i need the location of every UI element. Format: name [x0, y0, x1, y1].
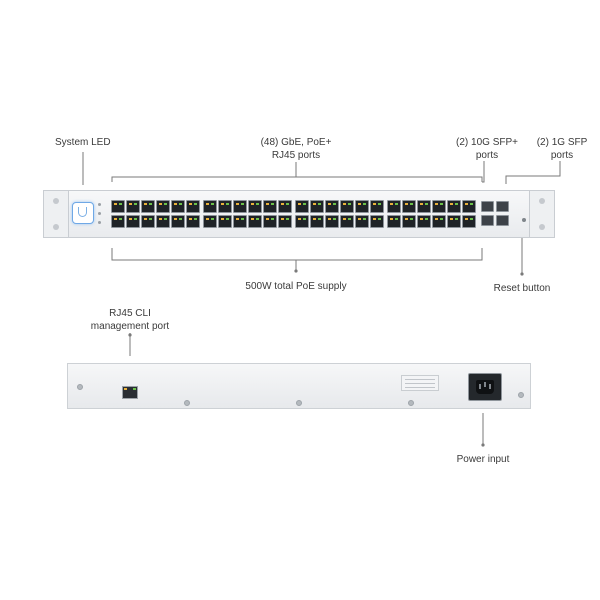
- rj45-port[interactable]: [141, 215, 155, 228]
- power-socket-icon: [476, 380, 494, 394]
- rj45-port[interactable]: [278, 215, 292, 228]
- screw-icon: [518, 392, 524, 398]
- rj45-port[interactable]: [218, 200, 232, 213]
- rj45-port[interactable]: [325, 200, 339, 213]
- status-indicators: [98, 203, 102, 230]
- switch-front-panel: [43, 190, 555, 238]
- rj45-port-group-3: [295, 200, 384, 228]
- rj45-port-group-4: [387, 200, 476, 228]
- rj45-port[interactable]: [141, 200, 155, 213]
- rj45-port[interactable]: [111, 215, 125, 228]
- rj45-port[interactable]: [126, 200, 140, 213]
- rj45-port[interactable]: [387, 215, 401, 228]
- sfp-plus-port: [481, 201, 494, 212]
- power-dot: [481, 443, 485, 447]
- power-input-socket[interactable]: [468, 373, 502, 401]
- label-gbe-ports: (48) GbE, PoE+ RJ45 ports: [260, 137, 332, 161]
- rj45-port-group-1: [111, 200, 200, 228]
- rj45-port[interactable]: [417, 200, 431, 213]
- rack-hole: [539, 224, 545, 230]
- sfp-1g-line: [505, 161, 561, 184]
- rj45-port[interactable]: [263, 215, 277, 228]
- screw-icon: [296, 400, 302, 406]
- rj45-port[interactable]: [462, 200, 476, 213]
- rj45-port[interactable]: [263, 200, 277, 213]
- sfp-plus-port: [496, 201, 509, 212]
- sfp-plus-port: [496, 215, 509, 226]
- rj45-port[interactable]: [126, 215, 140, 228]
- rack-hole: [539, 198, 545, 204]
- cli-dot: [128, 333, 132, 337]
- rack-ear-right: [529, 190, 555, 238]
- rack-hole: [53, 198, 59, 204]
- rj45-port[interactable]: [233, 200, 247, 213]
- label-sfp-1g: (2) 1G SFP ports: [536, 137, 588, 161]
- product-label-sticker: [401, 375, 439, 391]
- rj45-port[interactable]: [355, 215, 369, 228]
- rj45-port[interactable]: [295, 215, 309, 228]
- system-led: [72, 202, 94, 224]
- rj45-port[interactable]: [325, 215, 339, 228]
- rj45-port[interactable]: [218, 215, 232, 228]
- rj45-port[interactable]: [111, 200, 125, 213]
- rj45-port[interactable]: [370, 215, 384, 228]
- rj45-port[interactable]: [417, 215, 431, 228]
- rj45-port[interactable]: [340, 200, 354, 213]
- rj45-port[interactable]: [203, 215, 217, 228]
- screw-icon: [408, 400, 414, 406]
- rj45-port[interactable]: [402, 200, 416, 213]
- rj45-port[interactable]: [310, 200, 324, 213]
- rj45-port[interactable]: [186, 200, 200, 213]
- screw-icon: [77, 384, 83, 390]
- rj45-port[interactable]: [203, 200, 217, 213]
- rj45-port[interactable]: [186, 215, 200, 228]
- rj45-port[interactable]: [156, 200, 170, 213]
- ubiquiti-logo-icon: [78, 207, 87, 217]
- label-reset-button: Reset button: [493, 283, 551, 294]
- rack-hole: [53, 224, 59, 230]
- switch-back-panel: [67, 363, 531, 409]
- rj45-port[interactable]: [462, 215, 476, 228]
- rj45-port[interactable]: [233, 215, 247, 228]
- rack-ear-left: [43, 190, 69, 238]
- rj45-port[interactable]: [156, 215, 170, 228]
- poe-dot: [294, 269, 298, 273]
- label-sfp-plus: (2) 10G SFP+ ports: [456, 137, 518, 161]
- rj45-port[interactable]: [355, 200, 369, 213]
- screw-icon: [184, 400, 190, 406]
- label-poe-supply: 500W total PoE supply: [245, 281, 347, 292]
- rj45-port[interactable]: [340, 215, 354, 228]
- rj45-port[interactable]: [295, 200, 309, 213]
- rj45-port[interactable]: [432, 215, 446, 228]
- sfp-plus-port: [481, 215, 494, 226]
- label-system-led: System LED: [55, 137, 111, 148]
- rj45-port[interactable]: [447, 215, 461, 228]
- rj45-port[interactable]: [387, 200, 401, 213]
- label-cli-port: RJ45 CLI management port: [90, 308, 170, 332]
- rj45-port[interactable]: [402, 215, 416, 228]
- gbe-bracket: [111, 176, 483, 182]
- sfp-plus-ports: [481, 201, 509, 226]
- rj45-port[interactable]: [248, 200, 262, 213]
- sfp-plus-line: [482, 161, 485, 183]
- rj45-port[interactable]: [248, 215, 262, 228]
- reset-dot: [520, 272, 524, 276]
- rj45-port[interactable]: [278, 200, 292, 213]
- rj45-port[interactable]: [370, 200, 384, 213]
- label-power-input: Power input: [456, 454, 510, 465]
- rj45-port[interactable]: [171, 215, 185, 228]
- rj45-cli-port[interactable]: [122, 386, 138, 399]
- rj45-port[interactable]: [447, 200, 461, 213]
- rj45-port[interactable]: [171, 200, 185, 213]
- rj45-port[interactable]: [432, 200, 446, 213]
- rj45-port-group-2: [203, 200, 292, 228]
- poe-bracket: [111, 248, 483, 261]
- rj45-port[interactable]: [310, 215, 324, 228]
- reset-button[interactable]: [522, 218, 526, 222]
